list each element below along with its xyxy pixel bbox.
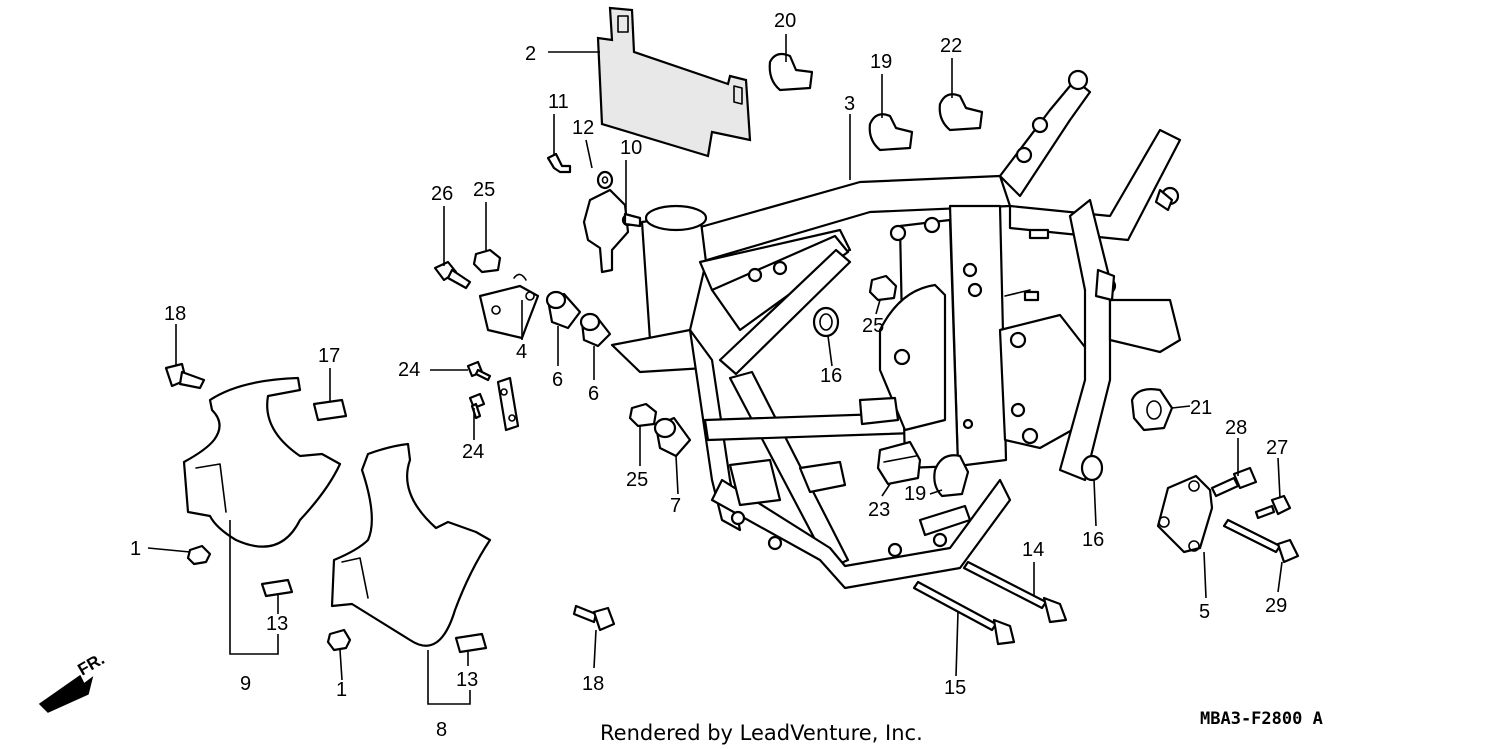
callout-1-right: 1 bbox=[336, 679, 347, 701]
washer-10[interactable] bbox=[596, 170, 614, 190]
bolt-28[interactable] bbox=[1210, 466, 1258, 498]
callout-26: 26 bbox=[431, 183, 453, 205]
callout-16-top: 16 bbox=[820, 365, 842, 387]
clip-19-bottom[interactable] bbox=[933, 454, 970, 498]
callout-22: 22 bbox=[940, 35, 962, 57]
callout-3: 3 bbox=[844, 93, 855, 115]
screw-24-top[interactable] bbox=[466, 360, 492, 382]
callout-23: 23 bbox=[868, 499, 890, 521]
clamp-23[interactable] bbox=[876, 440, 922, 486]
bolt-18-left[interactable] bbox=[164, 362, 206, 390]
callout-labels: 2 20 19 22 3 11 12 10 26 25 4 6 6 18 17 … bbox=[130, 10, 1288, 741]
callout-5: 5 bbox=[1199, 601, 1210, 623]
nut-25-low[interactable] bbox=[628, 402, 658, 428]
clip-21[interactable] bbox=[1130, 388, 1174, 432]
callout-24-top: 24 bbox=[398, 359, 420, 381]
callout-12: 8 bbox=[436, 719, 447, 741]
callout-17: 17 bbox=[318, 345, 340, 367]
nut-25-mid[interactable] bbox=[868, 274, 898, 302]
callout-9: 11 bbox=[548, 91, 569, 113]
front-direction-arrow bbox=[38, 674, 94, 713]
collar-7[interactable] bbox=[653, 416, 692, 458]
strap-plate[interactable] bbox=[496, 376, 520, 432]
callout-19-top: 19 bbox=[870, 51, 892, 73]
clip-22[interactable] bbox=[938, 93, 984, 132]
callout-13-right: 13 bbox=[456, 669, 478, 691]
clip-19-top[interactable] bbox=[868, 113, 914, 152]
callout-7: 7 bbox=[670, 495, 681, 517]
rubber-13-left[interactable] bbox=[260, 578, 294, 598]
collar-6-left[interactable] bbox=[545, 290, 582, 330]
nut-1-left[interactable] bbox=[186, 544, 212, 566]
clip-20[interactable] bbox=[768, 52, 814, 92]
bolt-29[interactable] bbox=[1222, 518, 1300, 564]
callout-11: 9 bbox=[240, 673, 251, 695]
bolt-9[interactable] bbox=[546, 152, 572, 174]
frame-cover-right[interactable] bbox=[330, 442, 492, 647]
callout-1-left: 1 bbox=[130, 538, 141, 560]
callout-4: 4 bbox=[516, 341, 527, 363]
bracket-4[interactable] bbox=[478, 273, 540, 340]
callout-27: 27 bbox=[1266, 437, 1288, 459]
frame-body[interactable] bbox=[610, 69, 1182, 590]
collar-6-right[interactable] bbox=[579, 312, 612, 348]
callout-18-left: 18 bbox=[164, 303, 186, 325]
callout-25-mid: 25 bbox=[862, 315, 884, 337]
bolt-27[interactable] bbox=[1254, 494, 1292, 520]
front-marker-label: FR. bbox=[75, 649, 108, 679]
nut-1-right[interactable] bbox=[326, 628, 352, 652]
callout-18-bottom: 18 bbox=[582, 673, 604, 695]
callout-2: 2 bbox=[525, 43, 536, 65]
callout-25-low: 25 bbox=[626, 469, 648, 491]
diagram-code: MBA3-F2800 A bbox=[1200, 709, 1323, 729]
callout-13-left: 13 bbox=[266, 613, 288, 635]
bolt-26[interactable] bbox=[433, 260, 472, 290]
callout-8: 10 bbox=[620, 137, 642, 159]
callout-25-top: 25 bbox=[473, 179, 495, 201]
rubber-17[interactable] bbox=[312, 398, 348, 422]
callout-24-bottom: 24 bbox=[462, 441, 484, 463]
nut-25-top[interactable] bbox=[472, 248, 502, 274]
callout-19-bottom: 19 bbox=[904, 483, 926, 505]
rubber-13-right[interactable] bbox=[454, 632, 488, 654]
bolt-14[interactable] bbox=[962, 560, 1068, 624]
render-credit: Rendered by LeadVenture, Inc. bbox=[600, 721, 923, 745]
leader-lines bbox=[147, 34, 1283, 705]
callout-20: 20 bbox=[774, 10, 796, 32]
callout-14: 14 bbox=[1022, 539, 1044, 561]
bolt-15[interactable] bbox=[912, 580, 1016, 646]
callout-15: 15 bbox=[944, 677, 966, 699]
callout-21: 21 bbox=[1190, 397, 1212, 419]
bracket-8[interactable] bbox=[582, 188, 642, 274]
callout-29: 29 bbox=[1265, 595, 1287, 617]
screw-24-bottom[interactable] bbox=[468, 392, 486, 420]
bracket-5[interactable] bbox=[1156, 474, 1214, 554]
grommet-16-right[interactable] bbox=[1080, 454, 1104, 482]
callout-28: 28 bbox=[1225, 417, 1247, 439]
grommet-16-top[interactable] bbox=[812, 306, 840, 338]
callout-6-left: 6 bbox=[552, 369, 563, 391]
seat-pad[interactable] bbox=[596, 6, 752, 158]
callout-16-right: 16 bbox=[1082, 529, 1104, 551]
bolt-18-bottom[interactable] bbox=[572, 604, 616, 632]
callout-10: 12 bbox=[572, 117, 594, 139]
frame-cover-left[interactable] bbox=[182, 376, 342, 548]
callout-6-right: 6 bbox=[588, 383, 599, 405]
